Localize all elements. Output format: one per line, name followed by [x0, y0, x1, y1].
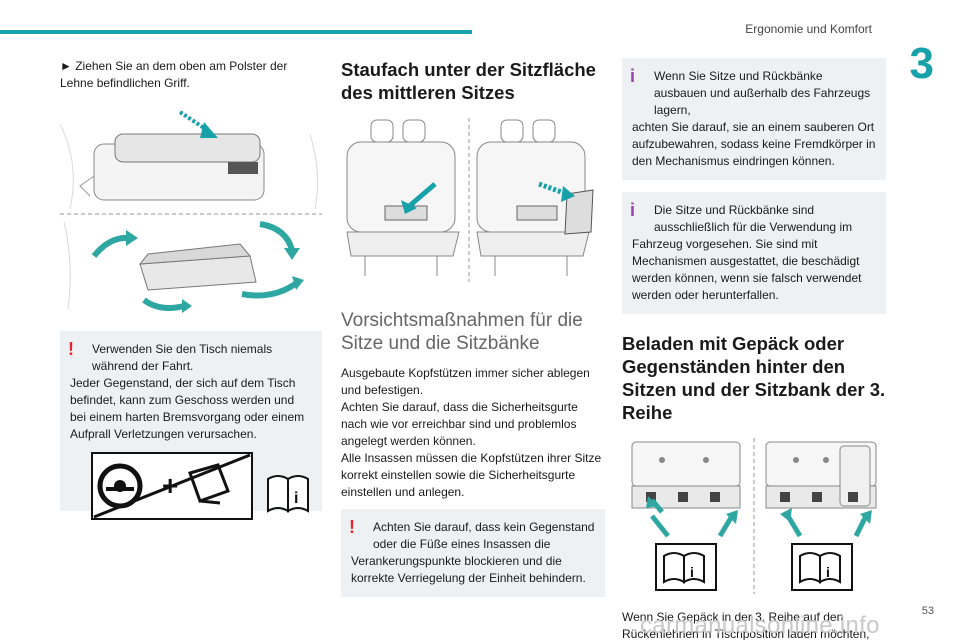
column-middle: Staufach unter der Sitzfläche des mittle…	[341, 58, 605, 597]
info-body: achten Sie darauf, sie an einem sauberen…	[632, 120, 876, 168]
svg-text:i: i	[294, 490, 298, 507]
info-first-line: Die Sitze und Rückbänke sind ausschließl…	[654, 203, 853, 234]
warning-exclamation-icon: !	[349, 517, 355, 537]
precaution-headrests: Ausgebaute Kopfstützen immer sicher able…	[341, 366, 590, 397]
info-i-icon: i	[630, 200, 636, 220]
heading-precautions: Vorsichtsmaßnahmen für die Sitze und die…	[341, 310, 583, 354]
info-first-line: Wenn Sie Sitze und Rückbänke ausbauen un…	[654, 69, 871, 117]
manual-book-icon: i	[267, 475, 309, 513]
third-row-illustration: i i	[622, 436, 886, 601]
info-i-icon: i	[630, 66, 636, 86]
precaution-adjust: Alle Insassen müssen die Kopfstützen ihr…	[341, 451, 602, 499]
section-title: Ergonomie und Komfort	[745, 22, 872, 36]
table-illustration	[59, 104, 322, 321]
heading-loading-luggage: Beladen mit Gepäck oder Gegenständen hin…	[622, 333, 886, 423]
warning-first-line: Verwenden Sie den Tisch niemals während …	[92, 342, 273, 373]
seat-storage-illustration	[341, 114, 605, 291]
watermark: carmanualsonline.info	[640, 612, 880, 639]
no-driving-pictogram: + i	[91, 452, 309, 520]
warning-box-anchors: ! Achten Sie darauf, dass kein Gegenstan…	[341, 509, 605, 597]
warning-first-line: Achten Sie darauf, dass kein Gegenstand …	[373, 520, 595, 551]
warning-exclamation-icon: !	[68, 339, 74, 359]
info-body: Fahrzeug vorgesehen. Sie sind mit Mechan…	[632, 237, 862, 302]
info-box-usage: i Die Sitze und Rückbänke sind ausschlie…	[622, 192, 886, 314]
precaution-belts: Achten Sie darauf, dass die Sicherheitsg…	[341, 400, 578, 448]
column-left: ► Ziehen Sie an dem oben am Polster der …	[59, 58, 322, 520]
info-box-storage: i Wenn Sie Sitze und Rückbänke ausbauen …	[622, 58, 886, 180]
column-right: i Wenn Sie Sitze und Rückbänke ausbauen …	[622, 58, 886, 640]
chapter-number: 3	[909, 39, 934, 88]
header-accent-bar	[0, 30, 472, 34]
loading-text: Wenn Sie Gepäck in der 3. Reihe auf den …	[622, 610, 870, 640]
instruction-text: ► Ziehen Sie an dem oben am Polster der …	[60, 59, 288, 90]
warning-body: Verankerungspunkte blockieren und die ko…	[351, 554, 586, 585]
svg-text:i: i	[690, 564, 694, 580]
svg-text:i: i	[826, 564, 830, 580]
warning-box-table: ! Verwenden Sie den Tisch niemals währen…	[60, 331, 322, 520]
page-number: 53	[921, 605, 934, 617]
warning-body: Jeder Gegenstand, der sich auf dem Tisch…	[70, 376, 305, 441]
precautions-text: Ausgebaute Kopfstützen immer sicher able…	[341, 365, 605, 501]
heading-storage-compartment: Staufach unter der Sitzfläche des mittle…	[341, 59, 596, 103]
